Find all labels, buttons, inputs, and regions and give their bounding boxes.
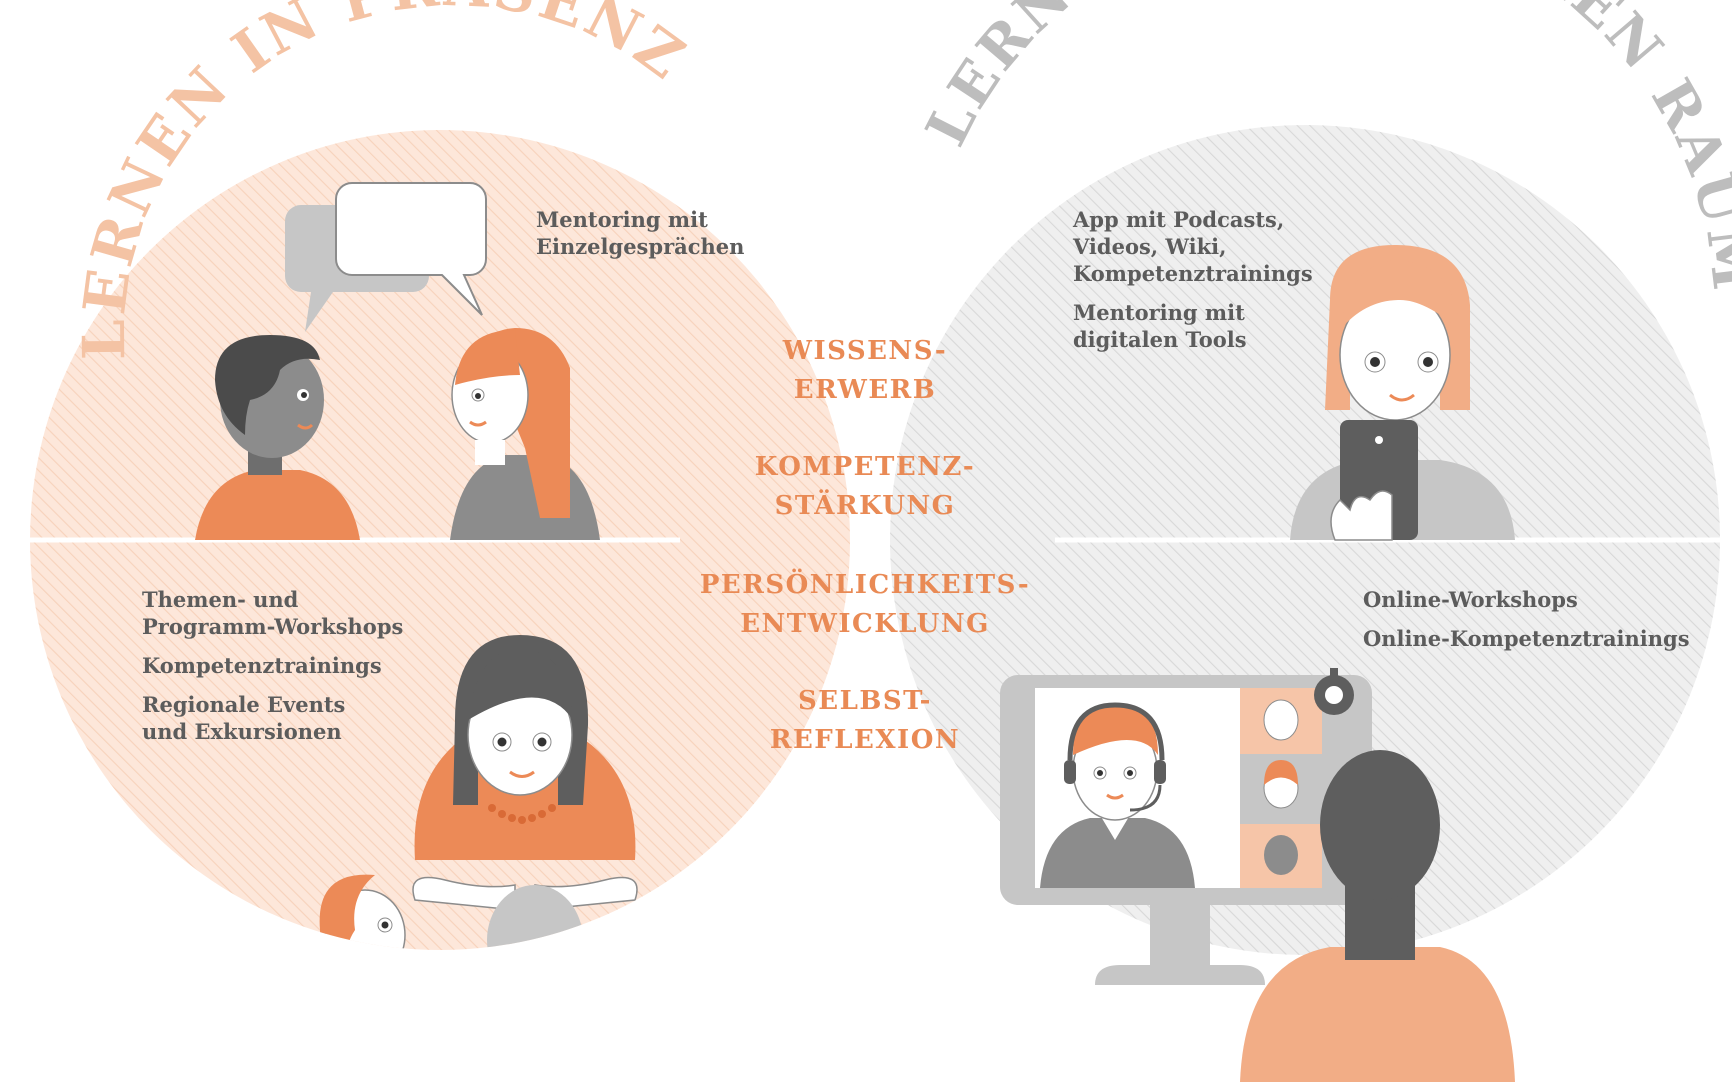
- headset-person-icon: [1040, 702, 1195, 888]
- video-call-monitor-icon: [1000, 668, 1515, 1082]
- topic-line: STÄRKUNG: [774, 491, 956, 521]
- speech-bubble-icon: [285, 182, 487, 332]
- label-line: Regionale Events: [142, 692, 346, 717]
- label-line: App mit Podcasts,: [1073, 207, 1285, 232]
- label-mentoring-presence: Mentoring mit Einzelgesprächen: [536, 206, 744, 260]
- mentor-woman-icon: [450, 328, 600, 540]
- mentee-boy-icon: [195, 335, 360, 540]
- label-line: Einzelgesprächen: [536, 234, 745, 259]
- label-line: Online-Kompetenztrainings: [1363, 626, 1690, 651]
- topic-reflection: SELBST- REFLEXION: [640, 682, 1090, 760]
- label-line: Online-Workshops: [1363, 587, 1578, 612]
- topic-line: WISSENS-: [782, 336, 948, 366]
- topic-line: ENTWICKLUNG: [740, 609, 990, 639]
- topic-line: PERSÖNLICHKEITS-: [699, 570, 1031, 600]
- label-digital-offers: App mit Podcasts, Videos, Wiki, Kompeten…: [1073, 206, 1313, 353]
- label-line: digitalen Tools: [1073, 327, 1247, 352]
- label-line: Themen- und: [142, 587, 299, 612]
- label-online-offers: Online-Workshops Online-Kompetenztrainin…: [1363, 586, 1690, 652]
- webcam-icon: [1314, 668, 1354, 715]
- topic-line: SELBST-: [798, 686, 932, 716]
- label-line: Videos, Wiki,: [1073, 234, 1227, 259]
- woman-with-phone-icon: [1290, 245, 1515, 541]
- topic-line: ERWERB: [793, 375, 937, 405]
- topic-line: REFLEXION: [769, 725, 961, 755]
- label-line: Mentoring mit: [536, 207, 708, 232]
- label-line: und Exkursionen: [142, 719, 342, 744]
- label-line: Kompetenztrainings: [1073, 261, 1313, 286]
- label-line: Mentoring mit: [1073, 300, 1245, 325]
- label-workshops-presence: Themen- und Programm-Workshops Kompetenz…: [142, 586, 403, 745]
- topic-personality: PERSÖNLICHKEITS- ENTWICKLUNG: [640, 566, 1090, 644]
- topic-line: KOMPETENZ-: [754, 452, 976, 482]
- label-line: Kompetenztrainings: [142, 653, 382, 678]
- topic-competence: KOMPETENZ- STÄRKUNG: [640, 448, 1090, 526]
- label-line: Programm-Workshops: [142, 614, 404, 639]
- topic-knowledge: WISSENS- ERWERB: [640, 332, 1090, 410]
